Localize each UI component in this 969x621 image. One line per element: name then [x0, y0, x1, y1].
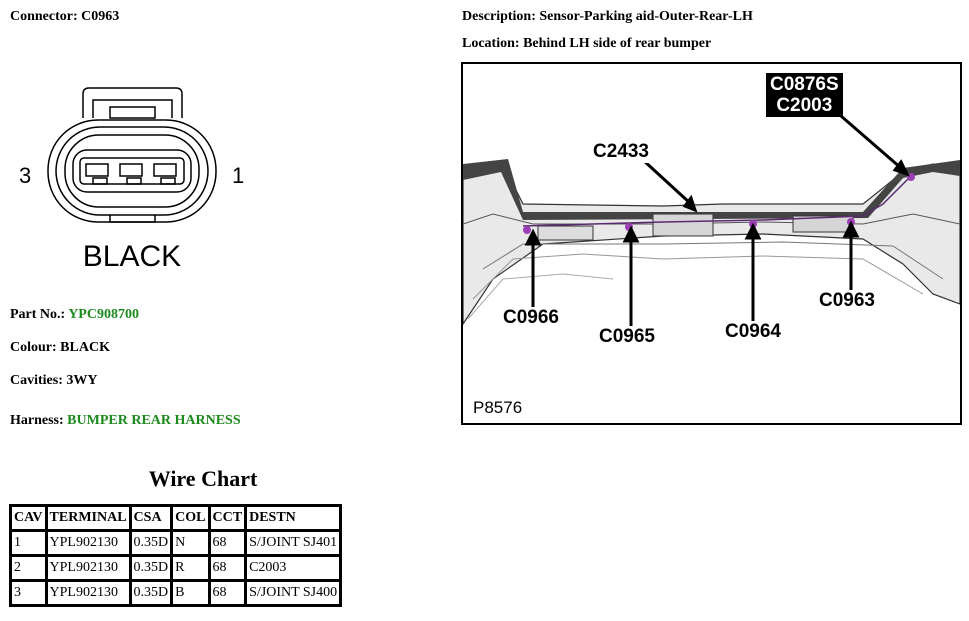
cell-col: N	[170, 529, 211, 557]
connector-face-drawing: 3 1 BLACK	[19, 87, 244, 273]
cell-cav: 2	[9, 554, 48, 582]
cell-destn: S/JOINT SJ400	[244, 579, 343, 607]
cell-cct: 68	[207, 579, 248, 607]
colour-line: Colour: BLACK	[10, 340, 110, 356]
location-label: Location:	[462, 36, 520, 51]
table-header-row: CAV TERMINAL CSA COL CCT DESTN	[9, 504, 343, 532]
cavities-label: Cavities:	[10, 373, 63, 388]
header-csa: CSA	[128, 504, 174, 532]
pin-3-label: 3	[19, 163, 31, 188]
wire-chart-table: CAV TERMINAL CSA COL CCT DESTN 1 YPL9021…	[9, 504, 343, 607]
callout-c0876s-c2003: C0876S C2003	[766, 73, 843, 117]
pin-1-label: 1	[232, 163, 244, 188]
header-destn: DESTN	[244, 504, 343, 532]
header-col: COL	[170, 504, 211, 532]
cell-csa: 0.35D	[128, 529, 174, 557]
cell-destn: S/JOINT SJ401	[244, 529, 343, 557]
header-cav: CAV	[9, 504, 48, 532]
cavities-line: Cavities: 3WY	[10, 373, 98, 389]
location-line: Location: Behind LH side of rear bumper	[462, 36, 711, 52]
cell-cct: 68	[207, 554, 248, 582]
callout-c0963: C0963	[816, 290, 878, 312]
table-row: 2 YPL902130 0.35D R 68 C2003	[9, 554, 343, 582]
cell-destn: C2003	[244, 554, 343, 582]
cell-cav: 3	[9, 579, 48, 607]
cavities-value: 3WY	[66, 373, 98, 388]
cell-col: B	[170, 579, 211, 607]
connector-line: Connector: C0963	[10, 9, 119, 25]
location-illustration: C0876S C2003 C2433 C0966 C0965 C0964 C09…	[461, 62, 962, 425]
c0966-marker	[523, 226, 531, 234]
colour-label: Colour:	[10, 340, 57, 355]
part-label: Part No.:	[10, 307, 66, 322]
header-terminal: TERMINAL	[44, 504, 132, 532]
harness-line: Harness: BUMPER REAR HARNESS	[10, 413, 241, 429]
description-value: Sensor-Parking aid-Outer-Rear-LH	[539, 9, 753, 24]
bumper-illustration	[463, 114, 960, 326]
cell-terminal: YPL902130	[44, 579, 132, 607]
callout-c0876s: C0876S	[770, 74, 839, 95]
cell-terminal: YPL902130	[44, 529, 132, 557]
callout-c2003: C2003	[776, 95, 833, 116]
connector-label: Connector:	[10, 9, 78, 24]
location-value: Behind LH side of rear bumper	[523, 36, 712, 51]
harness-link[interactable]: BUMPER REAR HARNESS	[67, 413, 241, 428]
part-line: Part No.: YPC908700	[10, 307, 139, 323]
table-row: 1 YPL902130 0.35D N 68 S/JOINT SJ401	[9, 529, 343, 557]
cell-terminal: YPL902130	[44, 554, 132, 582]
callout-c2433: C2433	[590, 141, 652, 163]
cell-csa: 0.35D	[128, 554, 174, 582]
cell-col: R	[170, 554, 211, 582]
wire-chart-title: Wire Chart	[148, 466, 258, 491]
callout-c0965: C0965	[596, 326, 658, 348]
connector-colour-text: BLACK	[83, 240, 181, 273]
colour-value: BLACK	[60, 340, 110, 355]
connector-value: C0963	[81, 9, 120, 24]
description-label: Description:	[462, 9, 536, 24]
table-row: 3 YPL902130 0.35D B 68 S/JOINT SJ400	[9, 579, 343, 607]
cell-cav: 1	[9, 529, 48, 557]
callout-c0964: C0964	[722, 321, 784, 343]
harness-label: Harness:	[10, 413, 64, 428]
description-line: Description: Sensor-Parking aid-Outer-Re…	[462, 9, 753, 25]
part-number[interactable]: YPC908700	[68, 307, 139, 322]
cell-cct: 68	[207, 529, 248, 557]
figure-reference: P8576	[470, 398, 526, 418]
header-cct: CCT	[207, 504, 248, 532]
cell-csa: 0.35D	[128, 579, 174, 607]
callout-c0966: C0966	[500, 307, 562, 329]
